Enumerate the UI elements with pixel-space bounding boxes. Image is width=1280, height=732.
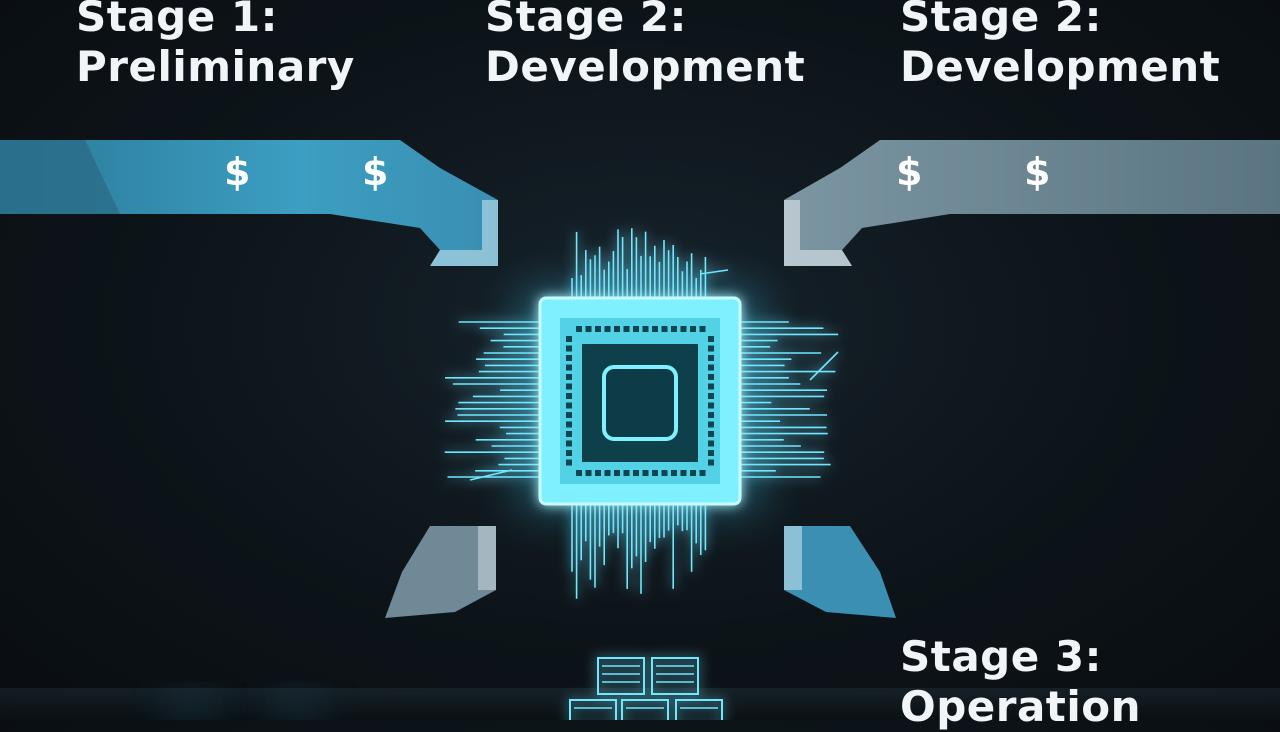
chip-pad bbox=[661, 326, 668, 332]
chip-pad bbox=[680, 470, 687, 476]
chip-pad bbox=[566, 450, 572, 456]
stage-1-number: Stage 1: bbox=[76, 0, 278, 41]
output-arrow-right bbox=[784, 526, 896, 618]
stage-1-title: Stage 1: Preliminary bbox=[76, 0, 355, 92]
chip-pad bbox=[566, 412, 572, 418]
chip-pad bbox=[652, 326, 658, 332]
blurred-object bbox=[276, 698, 320, 718]
chip-pad bbox=[699, 326, 706, 332]
chip-pad bbox=[708, 431, 714, 437]
chip-pad bbox=[566, 459, 572, 466]
chip-pad bbox=[614, 470, 620, 476]
chip-pad bbox=[642, 470, 649, 476]
stage-2-name: Development bbox=[485, 42, 806, 91]
dollar-icon: $ bbox=[224, 150, 251, 194]
chip-pad bbox=[708, 440, 714, 447]
chip-pad bbox=[566, 374, 572, 380]
chip-pad bbox=[576, 326, 582, 332]
chip-pad bbox=[708, 412, 714, 418]
chip-pad bbox=[633, 470, 639, 476]
stage-2-duplicate-number: Stage 2: bbox=[900, 0, 1102, 41]
chip-pad bbox=[585, 470, 592, 476]
funding-arrow-stage2 bbox=[784, 140, 1280, 266]
chip-pad bbox=[566, 345, 572, 352]
dollar-icon: $ bbox=[896, 150, 923, 194]
chip-pad bbox=[566, 440, 572, 447]
chip-pad bbox=[566, 421, 572, 428]
chip-pad bbox=[708, 345, 714, 352]
funding-arrow-stage1 bbox=[0, 140, 498, 266]
chip-pad bbox=[708, 459, 714, 466]
chip-pad bbox=[614, 326, 620, 332]
circuit-traces bbox=[444, 228, 839, 599]
chip-pad bbox=[623, 326, 630, 332]
chip-pad bbox=[566, 402, 572, 409]
chip-pad bbox=[690, 326, 696, 332]
chip-pad bbox=[708, 364, 714, 371]
stage-2-title: Stage 2: Development bbox=[485, 0, 805, 92]
stacked-blocks-icon bbox=[569, 657, 723, 720]
chip-pad bbox=[566, 393, 572, 399]
chip-pad bbox=[708, 383, 714, 390]
chip-pad bbox=[576, 470, 582, 476]
chip-pad bbox=[708, 402, 714, 409]
chip-pad bbox=[604, 470, 611, 476]
chip-pad bbox=[566, 383, 572, 390]
chip-pad bbox=[699, 470, 706, 476]
stage-3-name: Operation bbox=[900, 682, 1142, 731]
output-arrow-left bbox=[385, 526, 496, 618]
chip-pad bbox=[708, 336, 714, 342]
chip-pad bbox=[566, 364, 572, 371]
chip-pad bbox=[661, 470, 668, 476]
chip-pad bbox=[566, 431, 572, 437]
dollar-icon: $ bbox=[1024, 150, 1051, 194]
stage-2-duplicate-name: Development bbox=[900, 42, 1221, 91]
chip-pad bbox=[604, 326, 611, 332]
stage-2-number: Stage 2: bbox=[485, 0, 687, 41]
stage-1-name: Preliminary bbox=[76, 42, 355, 91]
chip-pad bbox=[680, 326, 687, 332]
chip-pad bbox=[671, 470, 677, 476]
chip-pad bbox=[566, 336, 572, 342]
stage-2-duplicate-title: Stage 2: Development bbox=[900, 0, 1220, 92]
chip-pad bbox=[671, 326, 677, 332]
chip-pad bbox=[595, 326, 601, 332]
chip-pad bbox=[708, 450, 714, 456]
stage-3-number: Stage 3: bbox=[900, 632, 1102, 681]
chip-pad bbox=[566, 355, 572, 361]
stage-3-title: Stage 3: Operation bbox=[900, 632, 1141, 732]
chip-pad bbox=[633, 326, 639, 332]
chip-pads bbox=[566, 326, 714, 476]
chip-pad bbox=[595, 470, 601, 476]
dollar-icon: $ bbox=[362, 150, 389, 194]
chip-pad bbox=[708, 421, 714, 428]
chip-pad bbox=[708, 355, 714, 361]
chip-pad bbox=[690, 470, 696, 476]
chip-pad bbox=[623, 470, 630, 476]
circuit-trace bbox=[469, 469, 513, 481]
chip-pad bbox=[642, 326, 649, 332]
chip-pad bbox=[652, 470, 658, 476]
chip-pad bbox=[708, 393, 714, 399]
circuit-trace bbox=[699, 269, 729, 275]
chip-pad bbox=[585, 326, 592, 332]
blurred-object bbox=[168, 698, 212, 718]
circuit-trace bbox=[809, 351, 839, 381]
microchip-icon bbox=[538, 296, 742, 506]
chip-pad bbox=[708, 374, 714, 380]
